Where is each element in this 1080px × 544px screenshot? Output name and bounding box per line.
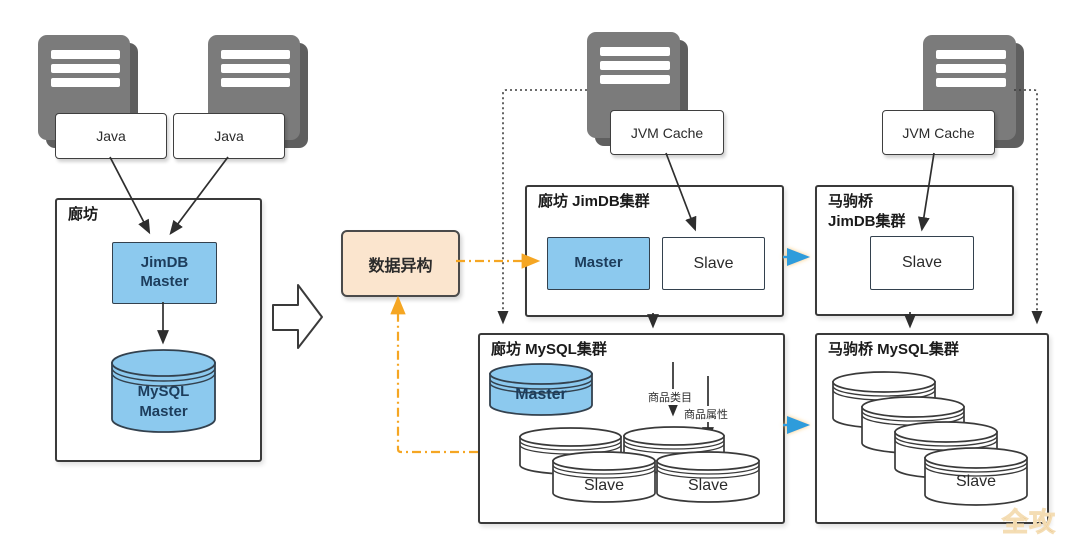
- jvm-cache-node-1: JVM Cache: [610, 110, 724, 155]
- cluster-langfang-mysql: 廊坊 MySQL集群: [478, 333, 785, 524]
- orange-flow-mysql-to-transform: [390, 295, 478, 454]
- server-slot-icon: [600, 61, 670, 70]
- jimdb-master-node: JimDB Master: [112, 242, 217, 304]
- server-slot-icon: [600, 47, 670, 56]
- server-slot-icon: [936, 64, 1006, 73]
- cluster-majuqiao-mysql-title: 马驹桥 MySQL集群: [828, 341, 959, 358]
- dotted-line-jvm1-to-lf-mysql: [497, 89, 587, 325]
- server-slot-icon: [221, 78, 290, 87]
- cluster-langfang-jimdb-title: 廊坊 JimDB集群: [538, 193, 650, 210]
- cluster-majuqiao-mysql: 马驹桥 MySQL集群: [815, 333, 1049, 524]
- mysql-master-label: MySQL Master: [137, 383, 190, 420]
- server-slot-icon: [600, 75, 670, 84]
- server-slot-icon: [51, 78, 120, 87]
- region-langfang-label: 廊坊: [68, 206, 99, 223]
- java-app-node-1: Java: [55, 113, 167, 159]
- lf-mysql-master-label: Master: [515, 386, 567, 403]
- arrow-jvmcache1-to-slave: [665, 152, 697, 232]
- dotted-line-jvm2-to-mj-mysql: [1014, 89, 1043, 325]
- mj-mysql-slave-label: Slave: [955, 473, 997, 490]
- product-attribute-label: 商品属性: [683, 406, 729, 422]
- jvm-cache-node-2: JVM Cache: [882, 110, 995, 155]
- jimdb-cluster-slave-node: Slave: [662, 237, 765, 290]
- mj-mysql-slave-cylinder: [924, 447, 1028, 506]
- cluster-majuqiao-jimdb-title: 马驹桥 JimDB集群: [828, 193, 906, 230]
- server-slot-icon: [221, 64, 290, 73]
- lf-mysql-slave-cylinder-2: [656, 451, 760, 503]
- arrow-jvmcache2-to-slave: [917, 152, 935, 232]
- product-category-label: 商品类目: [647, 389, 693, 405]
- server-slot-icon: [51, 50, 120, 59]
- server-slot-icon: [936, 78, 1006, 87]
- server-slot-icon: [51, 64, 120, 73]
- lf-mysql-slave-cylinder-1: [552, 451, 656, 503]
- server-slot-icon: [221, 50, 290, 59]
- java-app-node-2: Java: [173, 113, 285, 159]
- lf-mysql-slave1-label: Slave: [583, 477, 625, 494]
- jimdb-cluster-master-node: Master: [547, 237, 650, 290]
- server-slot-icon: [936, 50, 1006, 59]
- cluster-langfang-mysql-title: 廊坊 MySQL集群: [491, 341, 607, 358]
- watermark: 全攻略: [1002, 507, 1057, 544]
- mysql-master-cylinder: [111, 349, 216, 433]
- arrow-java2-to-jimdb-master: [169, 156, 229, 236]
- lf-mysql-master-cylinder: [489, 363, 593, 416]
- big-right-arrow-icon: [272, 284, 323, 349]
- region-langfang-box: 廊坊: [55, 198, 262, 462]
- data-transform-box: 数据异构: [341, 230, 460, 297]
- majuqiao-jimdb-slave-node: Slave: [870, 236, 974, 290]
- lf-mysql-slave2-label: Slave: [687, 477, 729, 494]
- arrow-java1-to-jimdb-master: [109, 156, 151, 235]
